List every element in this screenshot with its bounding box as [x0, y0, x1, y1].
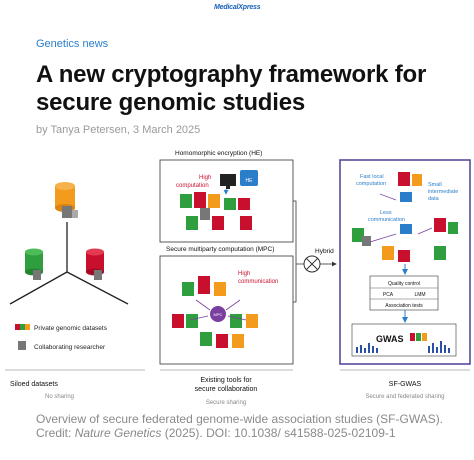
he-high: High — [199, 175, 211, 181]
he-computation: computation — [176, 183, 209, 189]
manhattan-bars — [356, 341, 450, 353]
legend-private-label: Private genomic datasets — [34, 325, 108, 332]
small-3: data — [428, 196, 440, 202]
mpc-high: High — [238, 271, 250, 277]
byline: by Tanya Petersen, 3 March 2025 — [36, 124, 201, 136]
article-figure: Private genomic datasets Collaborating r… — [5, 150, 471, 406]
small-2: intermediate — [428, 189, 458, 195]
mpc-label: Secure multiparty computation (MPC) — [166, 246, 274, 253]
less-2: communication — [368, 217, 405, 223]
assoc-label: Association tests — [385, 303, 423, 309]
figure-caption: Overview of secure federated genome-wide… — [36, 412, 466, 440]
siloed-subtitle: No sharing — [45, 394, 74, 400]
hybrid-label: Hybrid — [315, 248, 334, 255]
siloed-panel: Private genomic datasets Collaborating r… — [5, 182, 145, 400]
pca-label: PCA — [383, 292, 394, 298]
mpc-panel: Secure multiparty computation (MPC) High… — [159, 246, 294, 406]
he-badge: HE — [246, 178, 254, 184]
dataset-green-icon — [25, 248, 43, 280]
existing-subtitle: Secure sharing — [206, 400, 246, 406]
logo-brand: MedicalXpress — [214, 4, 261, 11]
section-link[interactable]: Genetics news — [36, 38, 109, 50]
gwas-plot: GWAS — [351, 323, 457, 357]
he-panel: Homomorphic encryption (HE) High computa… — [159, 150, 294, 243]
he-datasets — [180, 192, 252, 230]
hybrid-connector: Hybrid — [293, 200, 337, 303]
less-1: Less — [380, 210, 392, 216]
he-label: Homomorphic encryption (HE) — [175, 150, 262, 157]
page-title: A new cryptography framework for secure … — [36, 61, 427, 116]
caption-text-2: (2025). DOI: 10.1038/ s41588-025-02109-1 — [161, 426, 396, 440]
caption-text-1: Overview of secure federated genome-wide… — [36, 412, 444, 440]
computer-icon — [220, 174, 236, 189]
dataset-red-icon — [86, 248, 104, 280]
legend-researcher: Collaborating researcher — [18, 341, 106, 351]
mpc-communication: communication — [238, 279, 278, 285]
fast-local-2: computation — [356, 181, 386, 187]
pipeline-box: Quality control PCA LMM Association test… — [369, 275, 439, 311]
mpc-badge: MPC — [214, 312, 223, 317]
sfgwas-subtitle: Secure and federated sharing — [365, 394, 444, 400]
gwas-label: GWAS — [376, 334, 404, 344]
siloed-title: Siloed datasets — [10, 381, 58, 388]
sfgwas-title: SF-GWAS — [389, 381, 422, 388]
existing-title-1: Existing tools for — [200, 377, 252, 384]
small-1: Small — [428, 182, 442, 188]
qc-label: Quality control — [388, 281, 420, 287]
researcher-icon — [62, 206, 78, 218]
legend-private: Private genomic datasets — [15, 324, 108, 332]
mpc-datasets — [172, 276, 258, 348]
existing-title-2: secure collaboration — [195, 386, 258, 393]
caption-journal: Nature Genetics — [74, 426, 162, 440]
sfgwas-panel: Fast local computation Small intermediat… — [339, 159, 471, 400]
fast-local-1: Fast local — [360, 174, 384, 180]
legend-researcher-label: Collaborating researcher — [34, 344, 106, 351]
sfgwas-datasets — [352, 172, 458, 262]
lmm-label: LMM — [414, 292, 425, 298]
site-logo[interactable]: MedicalXpress — [214, 4, 261, 20]
